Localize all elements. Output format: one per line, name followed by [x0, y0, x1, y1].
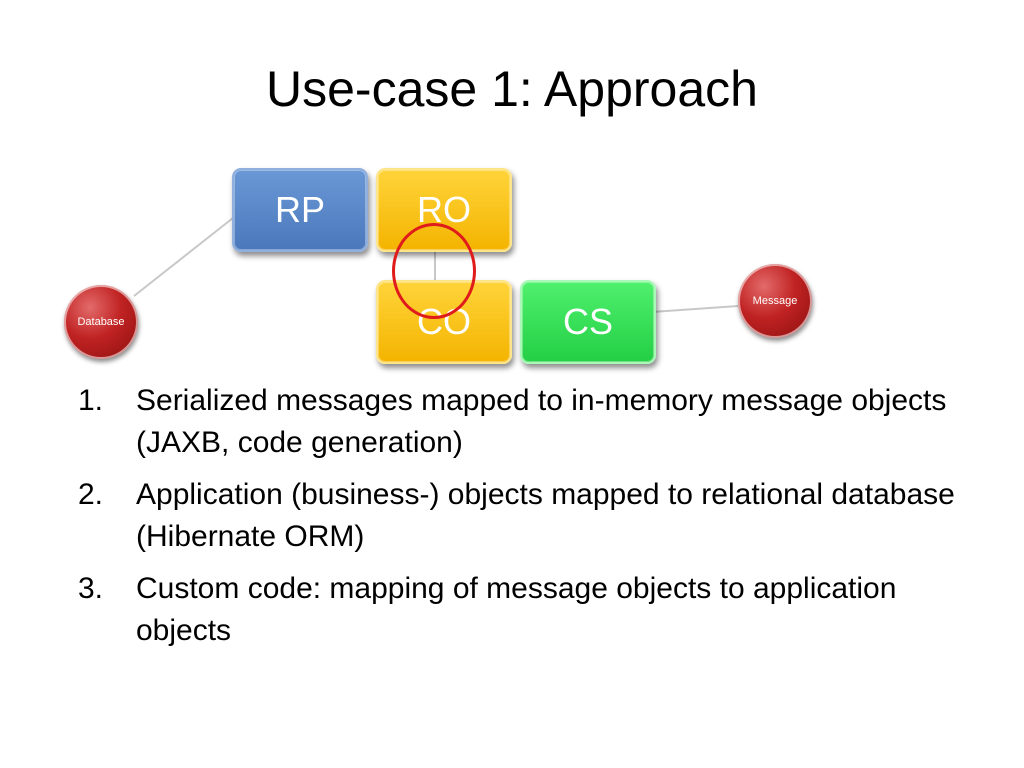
list-number: 3.: [78, 572, 104, 605]
list-item: 2. Application (business-) objects mappe…: [78, 474, 978, 558]
message-node: Message: [738, 264, 812, 338]
highlight-circle: [392, 223, 476, 319]
connector-rp-database: [133, 213, 239, 297]
list-number: 1.: [78, 384, 104, 417]
approach-list: 1. Serialized messages mapped to in-memo…: [78, 380, 978, 662]
database-node: Database: [64, 285, 138, 359]
list-item: 3. Custom code: mapping of message objec…: [78, 568, 978, 652]
list-text: Custom code: mapping of message objects …: [136, 572, 897, 647]
message-label: Message: [752, 295, 798, 307]
list-text: Application (business-) objects mapped t…: [136, 478, 955, 553]
connector-cs-message: [651, 305, 739, 313]
database-label: Database: [77, 316, 125, 328]
rp-box: RP: [232, 168, 368, 252]
ro-box: RO: [376, 168, 512, 252]
cs-label: CS: [562, 301, 613, 342]
list-number: 2.: [78, 478, 104, 511]
list-text: Serialized messages mapped to in-memory …: [136, 384, 947, 459]
list-item: 1. Serialized messages mapped to in-memo…: [78, 380, 978, 464]
slide-title: Use-case 1: Approach: [266, 61, 758, 117]
rp-label: RP: [274, 189, 325, 230]
cs-box: CS: [520, 280, 656, 364]
